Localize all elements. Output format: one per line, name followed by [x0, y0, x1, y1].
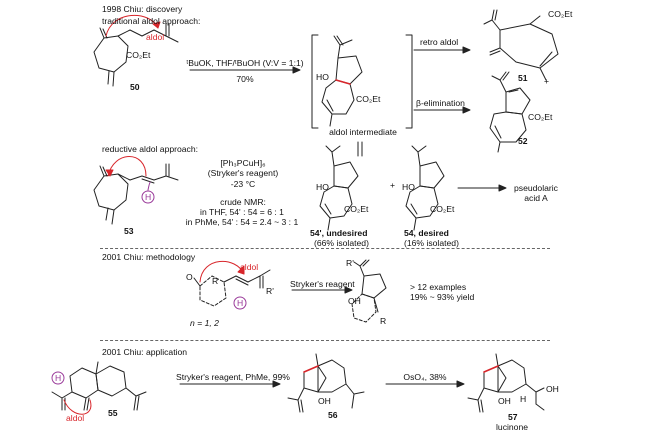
oh-56: OH	[318, 396, 331, 406]
co2et-intermediate: CO₂Et	[356, 94, 381, 104]
reagent-methodology: Stryker's reagent	[290, 279, 355, 289]
compound-label-54p: 54', undesired	[310, 228, 368, 238]
r-label-substrate: R	[212, 276, 219, 286]
methodology-product-structure	[353, 259, 387, 299]
compound-53-structure	[93, 163, 179, 225]
beta-elimination-label: β-elimination	[416, 98, 465, 108]
compound-label-54: 54, desired	[404, 228, 449, 238]
reagent-name: (Stryker's reagent)	[207, 168, 279, 178]
oh-57-side: OH	[546, 384, 559, 394]
section-title-methodology: 2001 Chiu: methodology	[102, 252, 196, 262]
methodology-substrate-chain	[193, 269, 271, 289]
conditions-56-57: OsO₄, 38%	[403, 372, 447, 382]
oh-label-product: OH	[348, 296, 361, 306]
intermediate-caption: aldol intermediate	[329, 127, 397, 137]
co2et-52: CO₂Et	[528, 112, 553, 122]
aldol-label-50: aldol	[146, 32, 165, 42]
o-label-substrate: O	[186, 272, 193, 282]
yield-54p: (66% isolated)	[314, 238, 369, 248]
yield-range: 19% ~ 93% yield	[410, 292, 475, 302]
hydride-circle-53	[141, 190, 155, 204]
hydride-label-55: H	[55, 373, 62, 383]
hydride-label-53: H	[145, 192, 152, 202]
ho-intermediate: HO	[316, 72, 329, 82]
retro-aldol-label: retro aldol	[420, 37, 459, 47]
co2et-50: CO₂Et	[126, 50, 151, 60]
compound-52-structure	[489, 71, 531, 153]
oh-57: OH	[498, 396, 511, 406]
conditions-55-56: Stryker's reagent, PhMe, 99%	[176, 372, 290, 382]
yield-54: (16% isolated)	[404, 238, 459, 248]
conditions-1: ᵗBuOK, THF/ᵗBuOH (V:V = 1:1)	[186, 58, 304, 68]
compound-label-57: 57	[508, 412, 518, 422]
section-divider-1	[100, 248, 550, 249]
section-title-application: 2001 Chiu: application	[102, 347, 188, 357]
methodology-substrate-structure	[199, 275, 227, 307]
co2et-54p: CO₂Et	[344, 204, 369, 214]
ratio-thf: in THF, 54' : 54 = 6 : 1	[200, 207, 284, 217]
compound-label-51: 51	[518, 73, 528, 83]
compound-54p-structure	[319, 145, 359, 231]
aldol-arrow-53	[107, 156, 147, 177]
compound-50-structure	[93, 23, 179, 87]
aldol-label-55: aldol	[66, 413, 85, 423]
rprime-label-substrate: R'	[266, 286, 274, 296]
bracket-left	[311, 34, 319, 129]
compound-label-55: 55	[108, 408, 118, 418]
co2et-51: CO₂Et	[548, 9, 573, 19]
compound-55-structure	[51, 361, 147, 411]
ho-54: HO	[402, 182, 415, 192]
r-label-product: R	[380, 316, 387, 326]
compound-54-structure	[405, 145, 445, 231]
nmr-label: crude NMR:	[220, 197, 266, 207]
traditional-subtitle: traditional aldol approach:	[102, 16, 201, 26]
hydride-label-methodology: H	[237, 298, 244, 308]
section-title-1998: 1998 Chiu: discovery	[102, 4, 183, 14]
target-pseudolaric: pseudolaric	[514, 183, 558, 193]
compound-label-56: 56	[328, 410, 338, 420]
aldol-label-methodology: aldol	[240, 262, 259, 272]
n-label: n = 1, 2	[190, 318, 219, 328]
reductive-subtitle: reductive aldol approach:	[102, 144, 199, 154]
rprime-label-product: R'	[346, 258, 354, 268]
co2et-54: CO₂Et	[430, 204, 455, 214]
compound-name-57: lucinone	[496, 422, 529, 432]
reaction-temperature: -23 °C	[230, 179, 256, 189]
bracket-right	[405, 34, 413, 129]
ratio-phme: in PhMe, 54' : 54 = 2.4 ~ 3 : 1	[185, 217, 299, 227]
plus-1: +	[544, 76, 550, 86]
h-57: H	[520, 394, 527, 404]
yield-1: 70%	[236, 74, 254, 84]
plus-2: +	[390, 180, 396, 190]
compound-label-50: 50	[130, 82, 140, 92]
reagent-formula: [Ph₃PCuH]₆	[220, 158, 266, 168]
compound-label-52: 52	[518, 136, 528, 146]
aldol-intermediate-structure	[321, 35, 363, 127]
compound-51-structure	[483, 9, 559, 81]
examples-count: > 12 examples	[410, 282, 467, 292]
section-divider-2	[100, 340, 550, 341]
ho-54p: HO	[316, 182, 329, 192]
compound-label-53: 53	[124, 226, 134, 236]
target-acid-a: acid A	[524, 193, 548, 203]
aldol-arrow-methodology	[199, 260, 245, 283]
aldol-arrow-55	[63, 399, 92, 415]
